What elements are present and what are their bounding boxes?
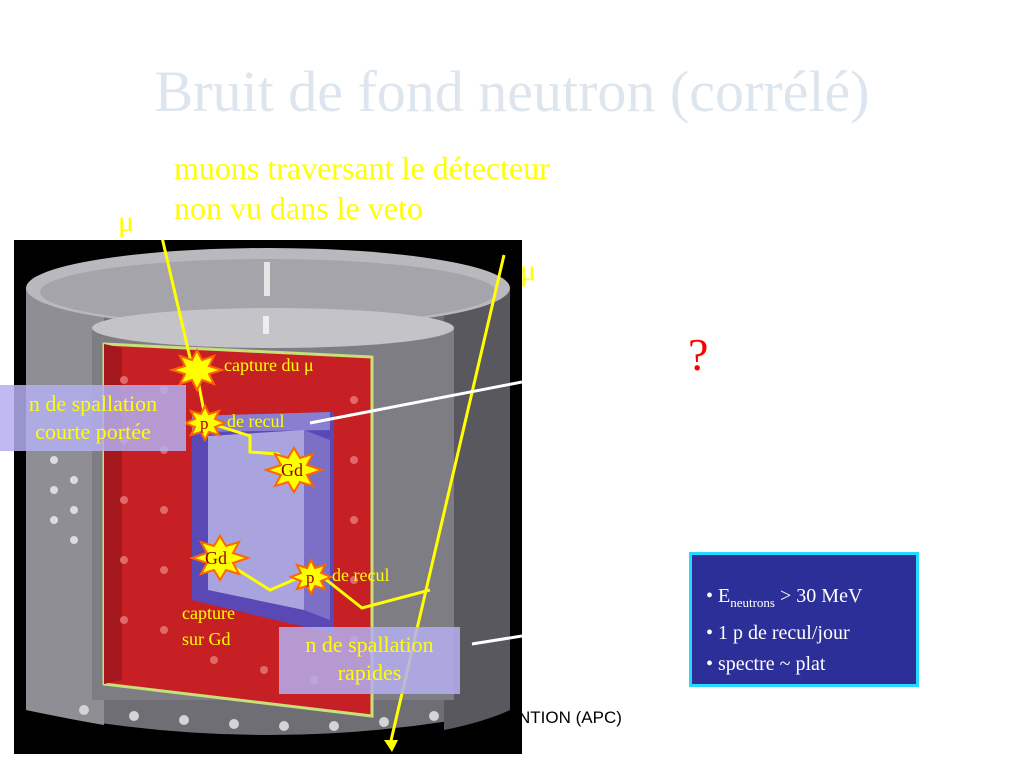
question-mark: ? [688,329,709,380]
de-recul-label-upper: de recul [227,411,285,431]
gd-label-lower: Gd [205,548,227,568]
info-energy-subscript: neutrons [730,595,775,610]
fast-spallation-line1: n de spallation [305,632,434,657]
capture-sur-gd-label: capture sur Gd [182,600,235,652]
p-label-upper: p [200,414,209,433]
pointer-line-lower [471,634,522,646]
capture-sur-gd-line2: sur Gd [182,629,231,649]
pointer-extensions [522,378,531,638]
burst-gd-upper [262,446,326,494]
mu-symbol-left: μ [118,205,135,238]
info-energy-prefix: • E [706,585,731,607]
muons-text-line2: non vu dans le veto [174,190,423,226]
info-line-spectrum: • spectre ~ plat [706,653,826,675]
mu-symbol-right: μ [520,254,537,287]
info-line-recoil: • 1 p de recul/jour [706,622,850,644]
p-label-lower: p [306,568,315,587]
muons-text-line1: muons traversant le détecteur [174,150,550,186]
short-range-line1: n de spallation [28,391,158,416]
info-energy-suffix: > 30 MeV [775,585,863,607]
muon-arrowhead [384,740,398,752]
burst-gd-lower [188,534,252,582]
info-box: • Eneutrons > 30 MeV • 1 p de recul/jour… [689,552,919,687]
capture-sur-gd-line1: capture [182,603,235,623]
fast-spallation-line2: rapides [337,660,402,685]
gd-label-upper: Gd [281,460,303,480]
capture-mu-label: capture du μ [224,355,314,375]
footer-text: NTION (APC) [518,708,622,727]
fast-spallation-box: n de spallation rapides [279,627,460,694]
pointer-line-upper [309,380,522,425]
burst-p-lower [288,557,334,597]
short-range-line2: courte portée [35,419,151,444]
slide-title: Bruit de fond neutron (corrélé) [154,59,870,124]
de-recul-label-lower: de recul [332,565,390,585]
inner-cylinder-lid [92,308,454,348]
info-line-energy: • Eneutrons > 30 MeV [706,581,916,618]
muon-track-left [161,240,196,376]
burst-capture-mu [168,347,226,393]
short-range-spallation-box: n de spallation courte portée [0,385,186,451]
burst-p-upper [182,403,228,443]
